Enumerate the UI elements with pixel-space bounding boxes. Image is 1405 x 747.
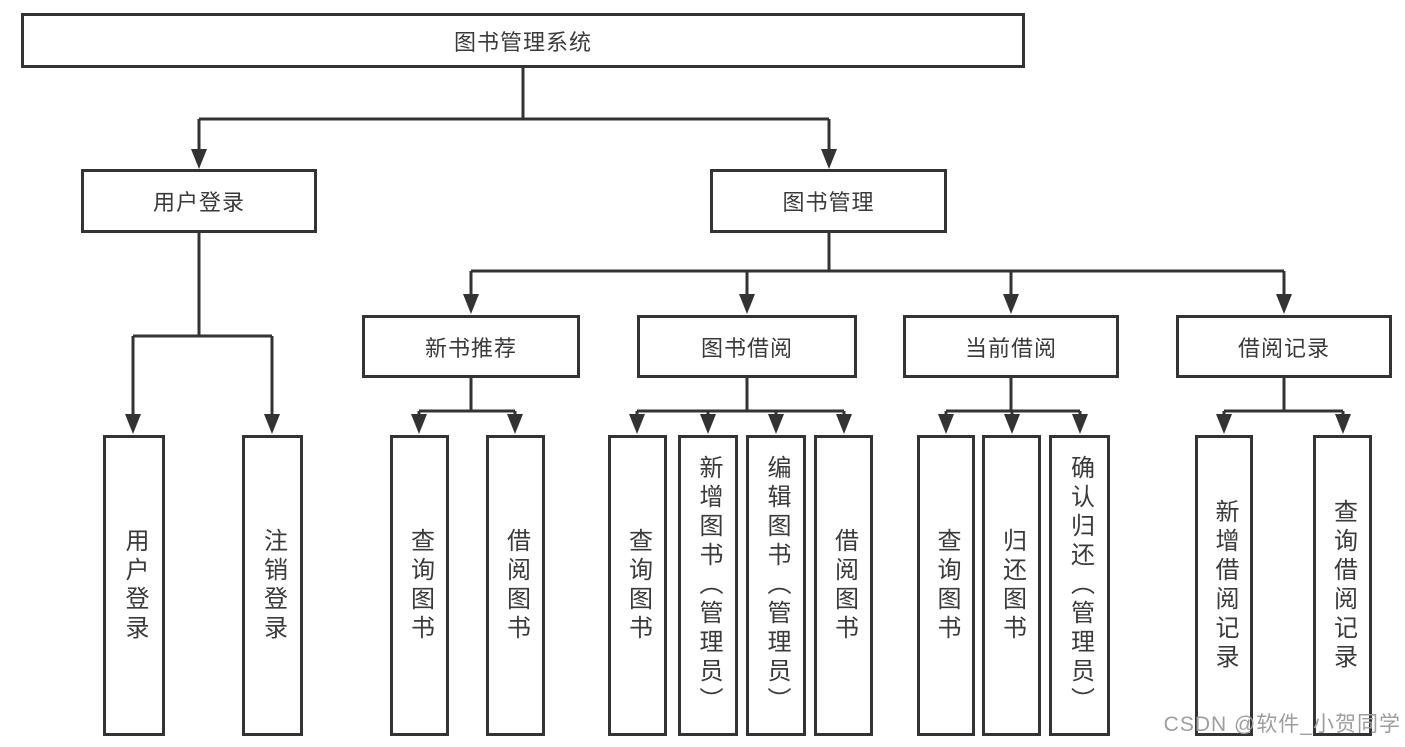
node-current-confirm-return: 确认归还（管理员） — [1049, 435, 1110, 736]
node-leaf-user-login-label: 用户登录 — [121, 527, 148, 644]
arrowhead-icon — [507, 414, 523, 434]
node-leaf-logout-label: 注销登录 — [259, 527, 287, 644]
arrowheads — [125, 149, 1351, 434]
node-borrow-records-label: 借阅记录 — [1237, 335, 1330, 361]
node-borrow-records: 借阅记录 — [1176, 315, 1392, 378]
node-user-login: 用户登录 — [81, 169, 317, 233]
arrowhead-icon — [1216, 414, 1232, 434]
node-user-login-label: 用户登录 — [152, 190, 245, 215]
node-new-book-recommend: 新书推荐 — [362, 315, 580, 378]
node-current-query-books: 查询图书 — [917, 435, 975, 736]
node-book-borrow: 图书借阅 — [637, 315, 857, 378]
arrowhead-icon — [1004, 414, 1020, 434]
arrowhead-icon — [836, 414, 852, 434]
node-borrow-add-books-label: 新增图书（管理员） — [695, 455, 722, 716]
node-records-add-record: 新增借阅记录 — [1195, 435, 1253, 736]
node-current-confirm-return-label: 确认归还（管理员） — [1066, 455, 1094, 716]
node-borrow-add-books: 新增图书（管理员） — [678, 435, 738, 736]
node-newrec-query-books: 查询图书 — [390, 435, 449, 736]
arrowhead-icon — [1003, 294, 1019, 314]
connector-book-borrow-split — [635, 378, 846, 417]
node-current-query-books-label: 查询图书 — [933, 527, 960, 644]
node-records-add-record-label: 新增借阅记录 — [1211, 498, 1238, 673]
connector-user-login-split — [131, 233, 274, 417]
arrowhead-icon — [768, 414, 784, 434]
arrowhead-icon — [938, 414, 954, 434]
arrowhead-icon — [463, 294, 479, 314]
connector-borrow-records-split — [1222, 378, 1345, 417]
node-newrec-borrow-books: 借阅图书 — [486, 435, 545, 736]
node-borrow-edit-books-label: 编辑图书（管理员） — [763, 455, 790, 716]
node-root-label: 图书管理系统 — [453, 29, 592, 55]
node-leaf-user-login: 用户登录 — [103, 435, 165, 736]
node-records-query-record: 查询借阅记录 — [1313, 435, 1372, 736]
node-borrow-borrow-books: 借阅图书 — [814, 435, 873, 736]
node-newrec-query-books-label: 查询图书 — [406, 527, 434, 644]
arrowhead-icon — [629, 414, 645, 434]
node-book-management: 图书管理 — [710, 169, 947, 233]
node-root: 图书管理系统 — [21, 13, 1025, 68]
node-new-book-recommend-label: 新书推荐 — [424, 335, 517, 361]
node-borrow-edit-books: 编辑图书（管理员） — [746, 435, 806, 736]
node-book-borrow-label: 图书借阅 — [700, 335, 793, 361]
node-current-return-books: 归还图书 — [982, 435, 1041, 736]
connector-lines — [131, 68, 1345, 417]
node-leaf-logout: 注销登录 — [242, 435, 303, 736]
arrowhead-icon — [1335, 414, 1351, 434]
watermark: CSDN @软件_小贺同学 — [1163, 713, 1401, 736]
arrowhead-icon — [264, 414, 280, 434]
arrowhead-icon — [191, 149, 207, 169]
arrowhead-icon — [125, 414, 141, 434]
node-current-borrow-label: 当前借阅 — [964, 335, 1057, 361]
node-borrow-query-books: 查询图书 — [608, 435, 667, 736]
node-book-management-label: 图书管理 — [782, 190, 875, 215]
node-current-borrow: 当前借阅 — [903, 315, 1119, 378]
node-borrow-borrow-books-label: 借阅图书 — [830, 527, 858, 644]
arrowhead-icon — [821, 149, 837, 169]
connector-current-borrow-split — [944, 378, 1082, 417]
arrowhead-icon — [700, 414, 716, 434]
node-records-query-record-label: 查询借阅记录 — [1329, 498, 1357, 673]
connector-root-split — [197, 68, 831, 152]
connector-book-management-split — [469, 233, 1286, 296]
arrowhead-icon — [1276, 294, 1292, 314]
arrowhead-icon — [411, 414, 427, 434]
arrowhead-icon — [739, 294, 755, 314]
node-borrow-query-books-label: 查询图书 — [624, 527, 652, 644]
arrowhead-icon — [1072, 414, 1088, 434]
connector-new-book-split — [417, 378, 517, 417]
node-newrec-borrow-books-label: 借阅图书 — [502, 527, 530, 644]
node-current-return-books-label: 归还图书 — [998, 527, 1026, 644]
